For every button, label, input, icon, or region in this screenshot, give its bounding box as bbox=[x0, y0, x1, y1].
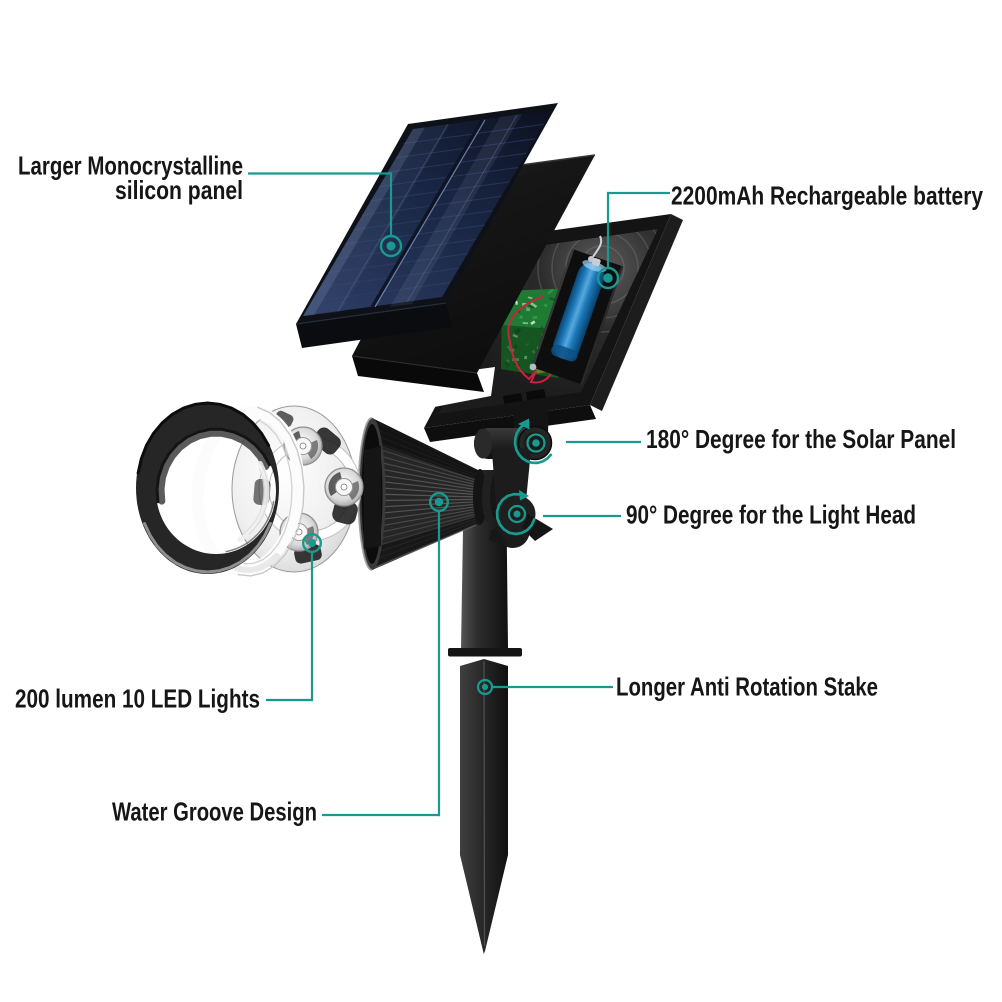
svg-text:90° Degree for the Light Head: 90° Degree for the Light Head bbox=[626, 500, 916, 530]
svg-text:200 lumen 10 LED Lights: 200 lumen 10 LED Lights bbox=[15, 684, 260, 714]
svg-text:silicon panel: silicon panel bbox=[115, 175, 243, 205]
svg-text:180° Degree for the Solar Pane: 180° Degree for the Solar Panel bbox=[646, 424, 956, 454]
svg-text:Longer Anti Rotation Stake: Longer Anti Rotation Stake bbox=[616, 672, 878, 702]
svg-text:Water Groove Design: Water Groove Design bbox=[112, 797, 317, 827]
svg-text:Larger Monocrystalline: Larger Monocrystalline bbox=[18, 151, 243, 181]
svg-text:2200mAh Rechargeable battery: 2200mAh Rechargeable battery bbox=[671, 181, 983, 211]
